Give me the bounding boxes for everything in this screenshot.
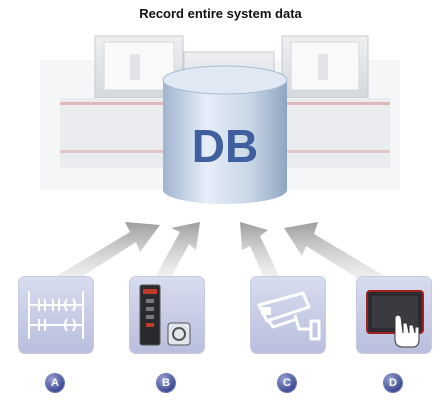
flow-arrow-c [240,222,284,292]
badge-c: C [278,374,296,392]
database-label: DB [192,120,258,172]
source-tile-d [356,276,432,354]
flow-arrow-b [150,222,200,292]
badge-b: B [157,374,175,392]
source-tile-b [129,276,205,354]
security-camera-icon [257,291,321,341]
database-cylinder: DB [162,65,288,204]
badge-d: D [384,374,402,392]
source-tile-c [250,276,326,354]
touch-panel-icon [366,290,424,348]
badge-a: A [46,374,64,392]
ladder-logic-icon [28,291,84,339]
controller-device-icon [139,284,191,346]
diagram-title: Record entire system data [139,6,302,21]
source-tile-a [18,276,94,354]
